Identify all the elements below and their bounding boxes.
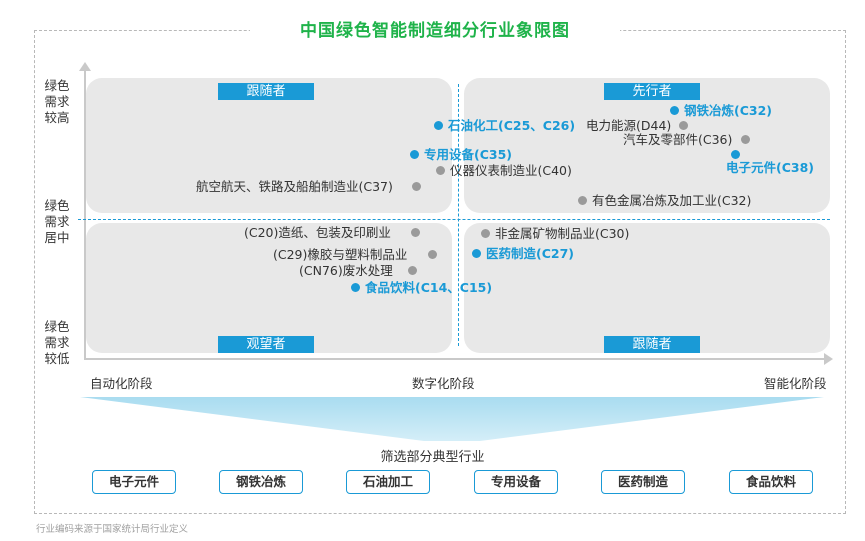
y-label-high-line-3: 较高 <box>44 110 70 125</box>
item-dot <box>351 283 360 292</box>
quadrant-label-top-left: 跟随者 <box>218 83 314 100</box>
item-label: 有色金属冶炼及加工业(C32) <box>592 193 752 208</box>
typical-item: 专用设备 <box>474 470 558 494</box>
quadrant-top-right <box>464 78 830 213</box>
item-label: 钢铁冶炼(C32) <box>684 103 772 118</box>
horizontal-divider <box>78 219 830 220</box>
item-label: 电力能源(D44) <box>586 118 672 133</box>
item-label: 食品饮料(C14、C15) <box>365 280 493 295</box>
item-dot <box>411 228 420 237</box>
item-label: (CN76)废水处理 <box>299 263 393 278</box>
selection-funnel <box>80 397 824 441</box>
item-dot <box>731 150 740 159</box>
item-label: 石油化工(C25、C26) <box>448 118 576 133</box>
quadrant-top-left <box>86 78 452 213</box>
quadrant-label-top-right: 先行者 <box>604 83 700 100</box>
y-label-low-line-3: 较低 <box>44 351 70 366</box>
item-dot <box>412 182 421 191</box>
y-label-mid-line-2: 需求 <box>44 214 70 229</box>
diagram-title: 中国绿色智能制造细分行业象限图 <box>250 18 620 44</box>
item-label: 航空航天、铁路及船舶制造业(C37) <box>196 179 393 194</box>
y-label-low-line-1: 绿色 <box>44 319 70 334</box>
x-axis <box>84 358 826 360</box>
item-dot <box>408 266 417 275</box>
quadrant-bottom-right <box>464 223 830 353</box>
item-dot <box>481 229 490 238</box>
item-label: 电子元件(C38) <box>726 160 814 175</box>
item-dot <box>472 249 481 258</box>
y-label-mid: 绿色 需求 居中 <box>36 198 78 246</box>
typical-item: 钢铁冶炼 <box>219 470 303 494</box>
item-label: (C29)橡胶与塑料制品业 <box>273 247 408 262</box>
item-dot <box>410 150 419 159</box>
item-dot <box>741 135 750 144</box>
item-label: 非金属矿物制品业(C30) <box>495 226 630 241</box>
source-note: 行业编码来源于国家统计局行业定义 <box>36 524 189 535</box>
typical-item: 医药制造 <box>601 470 685 494</box>
typical-item: 食品饮料 <box>729 470 813 494</box>
x-label-left: 自动化阶段 <box>90 376 153 391</box>
y-label-mid-line-1: 绿色 <box>44 198 70 213</box>
x-label-mid: 数字化阶段 <box>412 376 475 391</box>
y-label-high-line-1: 绿色 <box>44 78 70 93</box>
y-label-mid-line-3: 居中 <box>44 230 70 245</box>
vertical-divider <box>458 84 459 346</box>
y-axis <box>84 70 86 360</box>
x-axis-arrow <box>824 353 833 365</box>
item-dot <box>434 121 443 130</box>
quadrant-label-bottom-right: 跟随者 <box>604 336 700 353</box>
typical-item: 电子元件 <box>92 470 176 494</box>
item-label: 汽车及零部件(C36) <box>623 132 733 147</box>
quadrant-bottom-left <box>86 223 452 353</box>
y-label-high: 绿色 需求 较高 <box>36 78 78 126</box>
x-label-right: 智能化阶段 <box>764 376 827 391</box>
y-label-low: 绿色 需求 较低 <box>36 319 78 367</box>
item-label: 仪器仪表制造业(C40) <box>450 163 572 178</box>
quadrant-label-bottom-left: 观望者 <box>218 336 314 353</box>
typical-section-title: 筛选部分典型行业 <box>380 450 485 465</box>
item-dot <box>436 166 445 175</box>
typical-item: 石油加工 <box>346 470 430 494</box>
y-label-low-line-2: 需求 <box>44 335 70 350</box>
item-dot <box>679 121 688 130</box>
item-label: 专用设备(C35) <box>424 147 512 162</box>
y-axis-arrow <box>79 62 91 71</box>
item-dot <box>670 106 679 115</box>
y-label-high-line-2: 需求 <box>44 94 70 109</box>
item-dot <box>578 196 587 205</box>
item-dot <box>428 250 437 259</box>
item-label: (C20)造纸、包装及印刷业 <box>244 225 391 240</box>
item-label: 医药制造(C27) <box>486 246 574 261</box>
